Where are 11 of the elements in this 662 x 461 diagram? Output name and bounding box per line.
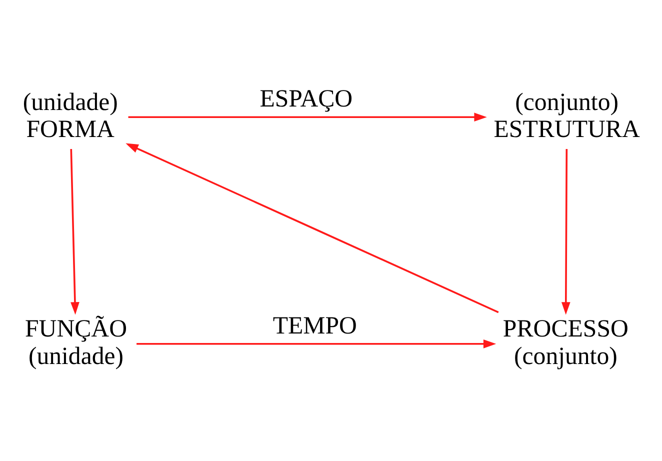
arrow (70, 148, 80, 315)
arrow (126, 143, 499, 314)
node-text: (conjunto) ESTRUTURA (494, 88, 640, 143)
node-text: PROCESSO (conjunto) (502, 316, 628, 370)
arrow (136, 339, 496, 348)
node-text: (unidade) FORMA (22, 88, 118, 143)
edge-label: TEMPO (272, 312, 357, 340)
node-text: FUNÇÃO (unidade) (24, 316, 128, 370)
edge-label: ESPAÇO (260, 86, 353, 112)
arrow (561, 148, 570, 315)
arrow (128, 112, 487, 122)
